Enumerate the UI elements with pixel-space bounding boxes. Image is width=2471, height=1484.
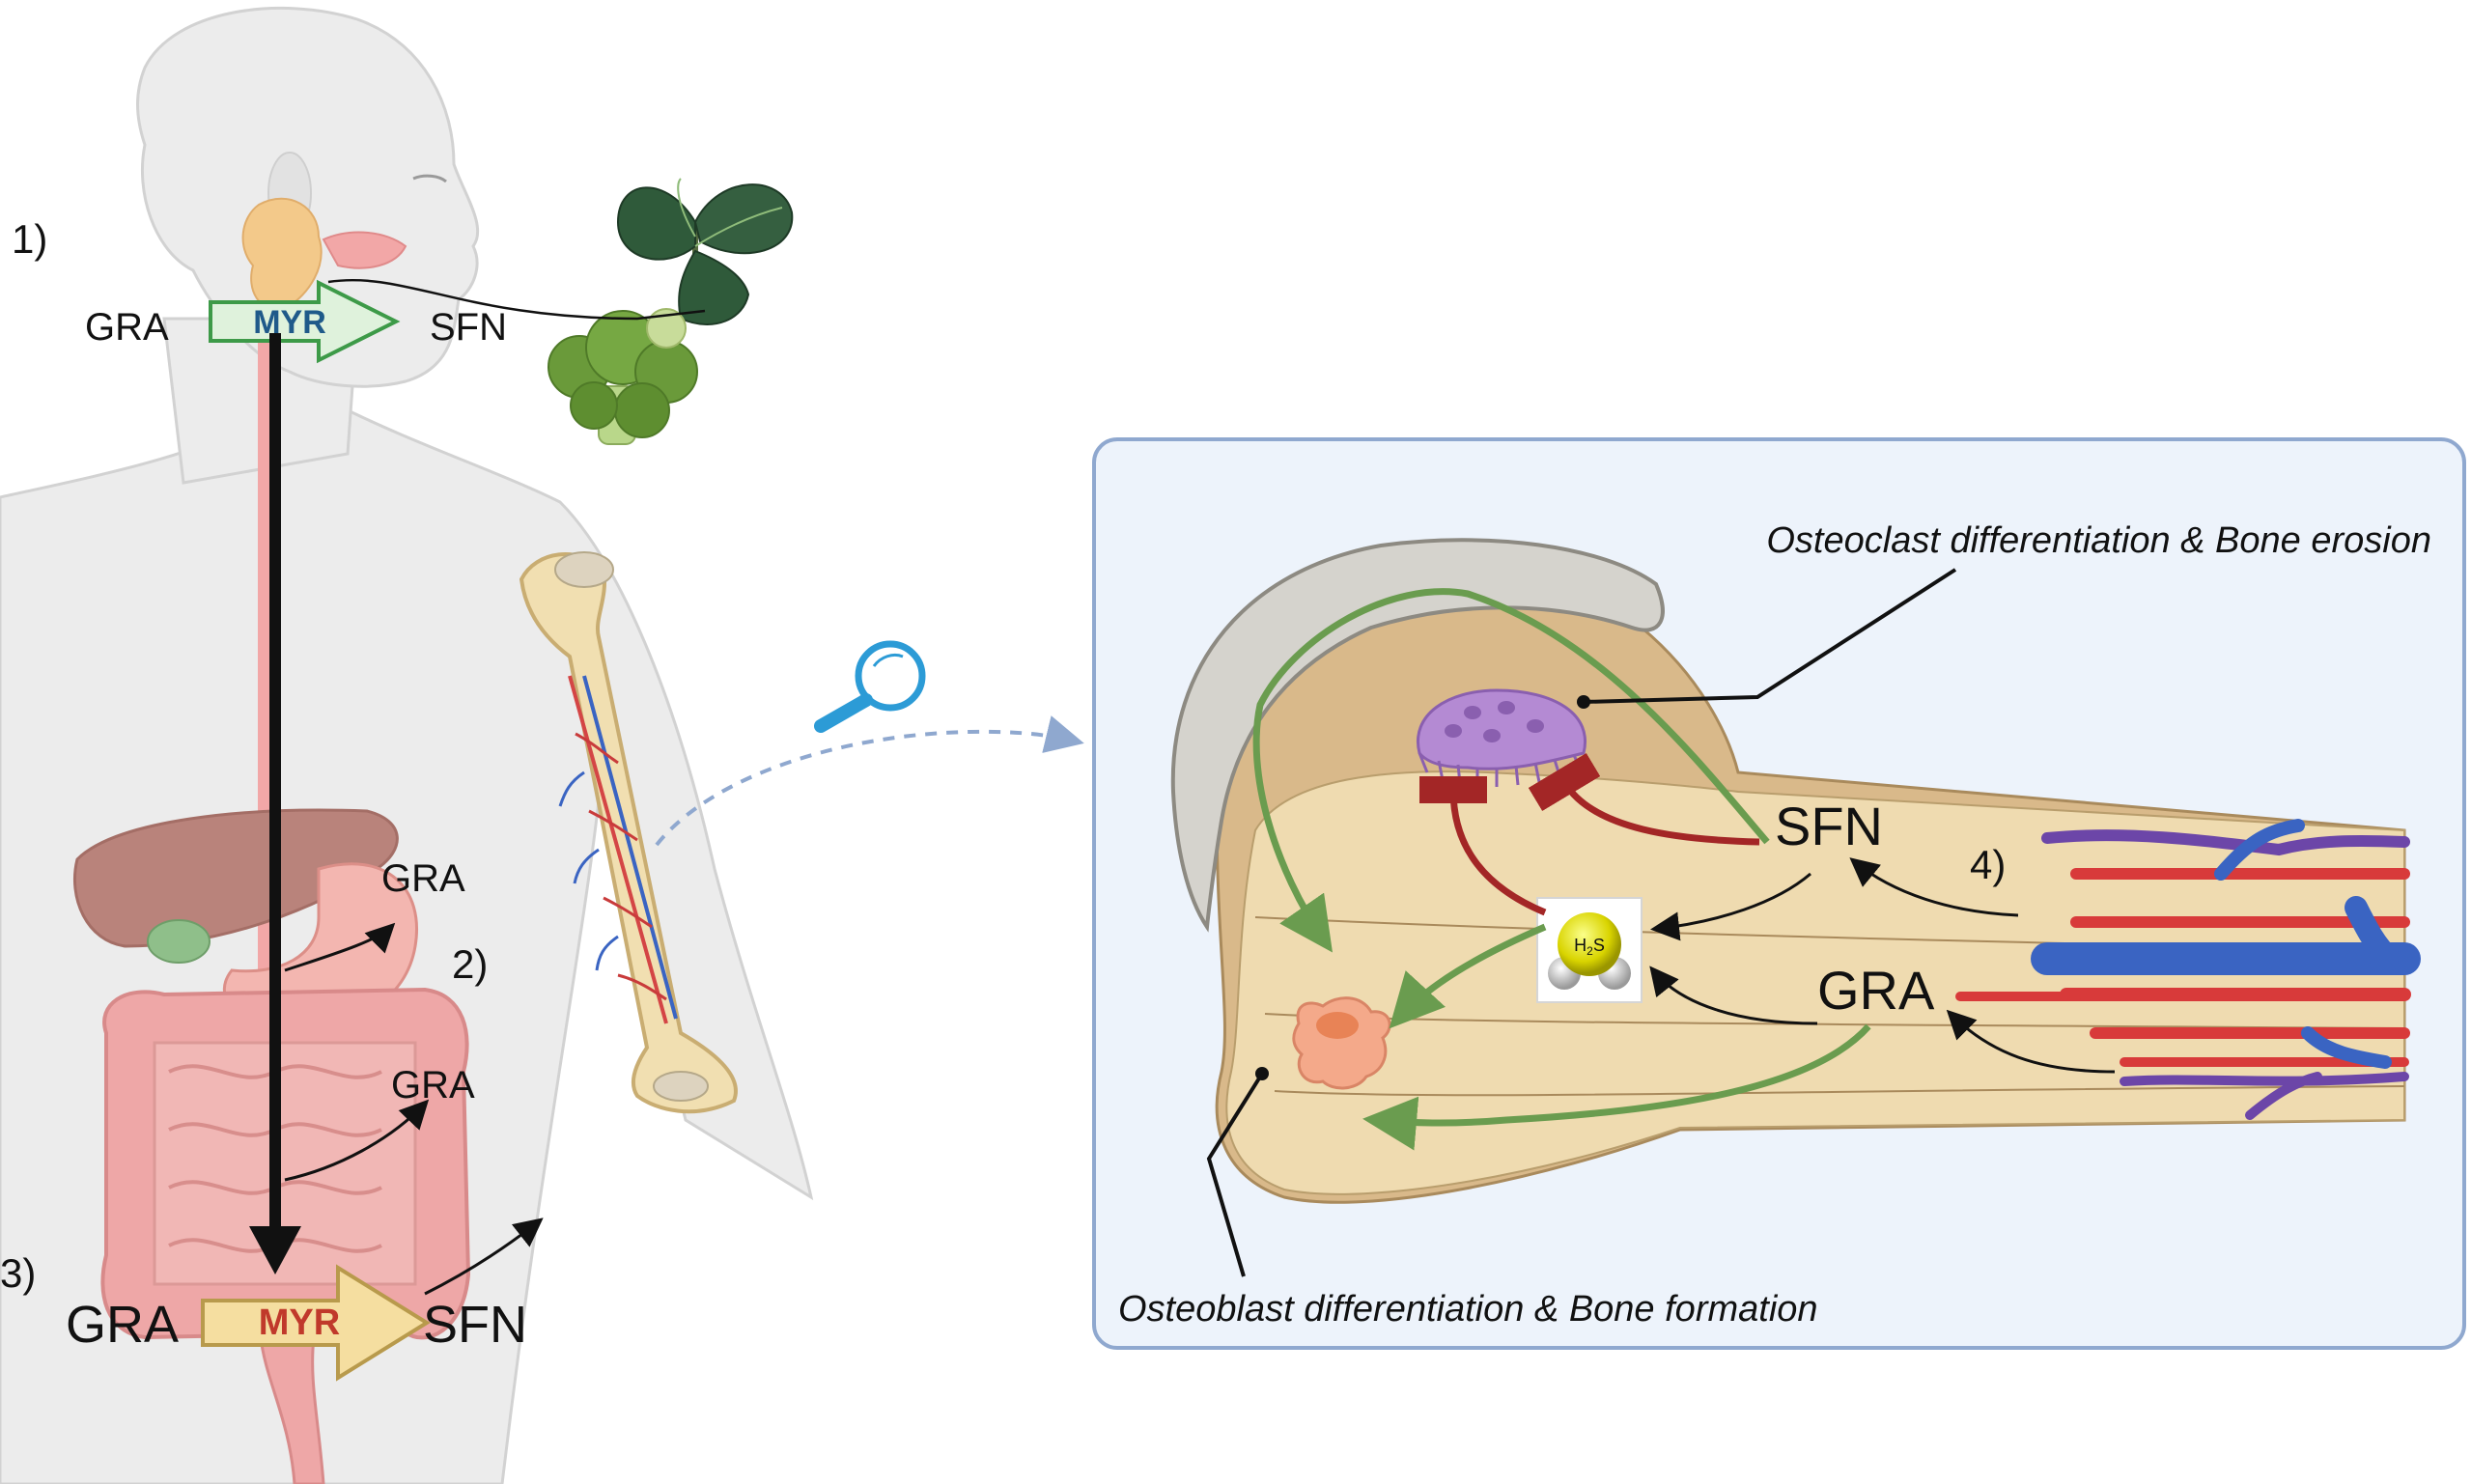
h2s-to-osteoblast-arrow — [1389, 923, 1547, 1029]
gra-to-bone-formation-arrow — [1362, 1023, 1871, 1151]
osteoclast-leader-dot — [1577, 695, 1590, 709]
absorption-arrow-mid — [284, 1099, 430, 1182]
zoom-connector — [655, 715, 1084, 847]
gut-enzyme-arrow — [201, 1264, 431, 1382]
gut-product-label: SFN — [423, 1296, 527, 1354]
step-label-3: 3) — [0, 1250, 36, 1296]
mouth-enzyme-label: MYR — [253, 304, 326, 341]
kale-leaf-icon — [616, 178, 794, 325]
mouth-enzyme-arrow — [209, 279, 401, 364]
osteoblast-caption: Osteoblast differentiation & Bone format… — [1118, 1289, 1818, 1330]
inset-sfn-label: SFN — [1775, 796, 1883, 856]
sfn-inhibits-osteoclast — [1528, 752, 1760, 846]
gra-upper-label: GRA — [381, 857, 465, 900]
transit-arrowhead — [249, 1226, 301, 1274]
gra-mid-label: GRA — [391, 1064, 475, 1106]
gut-substrate-label: GRA — [66, 1296, 179, 1354]
osteoblast-leader-dot — [1255, 1067, 1269, 1080]
osteoblast-cell — [1292, 996, 1391, 1090]
step-label-1: 1) — [12, 216, 47, 262]
gut-enzyme-label: MYR — [259, 1302, 340, 1343]
humerus-bone — [519, 551, 738, 1114]
inset-gra-label: GRA — [1817, 960, 1935, 1021]
salivary-gland — [241, 197, 407, 311]
osteoblast-leader-line — [1206, 1072, 1264, 1277]
gra-to-h2s-arrow — [1649, 966, 1818, 1025]
abdominal-organs — [72, 808, 471, 1484]
step-label-4: 4) — [1970, 842, 2006, 887]
absorption-arrow-upper — [284, 922, 396, 972]
osteoclast-caption: Osteoclast differentiation & Bone erosio… — [1766, 520, 2431, 561]
absorption-arrow-lower — [424, 1218, 544, 1296]
step-label-2: 2) — [452, 941, 488, 987]
sfn-to-h2s-arrow — [1650, 872, 1811, 941]
vegetable-connector — [327, 278, 706, 321]
h2s-molecule-icon: H2S — [1536, 897, 1643, 1003]
h2s-label: H2S — [1574, 936, 1605, 958]
magnifier-icon — [814, 640, 926, 733]
osteoclast-leader-line — [1583, 568, 1957, 704]
broccoli-icon — [548, 308, 698, 445]
mouth-product-label: SFN — [430, 306, 507, 349]
sfn-to-osteoblast-arrow — [1252, 588, 1770, 953]
vessel-to-gra-arrow — [1946, 1009, 2116, 1074]
h2s-inhibits-osteoclast — [1418, 775, 1547, 916]
mouth-substrate-label: GRA — [85, 306, 169, 349]
vessel-to-sfn-arrow — [1849, 857, 2019, 917]
blood-vessels — [1955, 819, 2421, 1120]
